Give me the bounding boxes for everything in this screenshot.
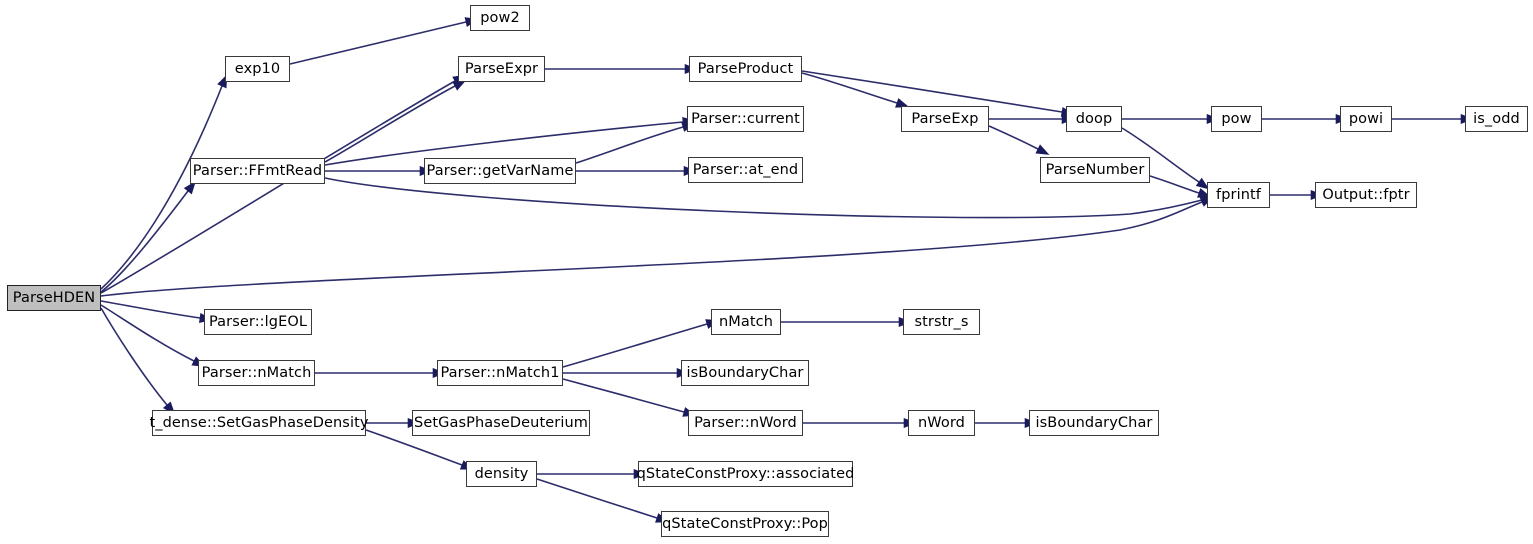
graph-node-label: Parser::FFmtRead <box>192 162 323 179</box>
graph-node-powi[interactable]: powi <box>1340 106 1392 132</box>
edge-parsehden-to-exp10 <box>100 85 223 290</box>
edge-setgasphasedensity-to-density <box>365 429 463 466</box>
graph-node-parseexp[interactable]: ParseExp <box>901 106 989 132</box>
graph-node-label: ParseProduct <box>697 60 794 77</box>
graph-node-ffmtread[interactable]: Parser::FFmtRead <box>190 158 325 184</box>
graph-node-outputfptr[interactable]: Output::fptr <box>1315 182 1417 208</box>
graph-node-qstatepop[interactable]: qStateConstProxy::Pop <box>661 511 829 537</box>
graph-node-is_odd[interactable]: is_odd <box>1465 106 1528 132</box>
graph-node-label: doop <box>1075 110 1113 127</box>
graph-node-strstr_s[interactable]: strstr_s <box>903 309 980 335</box>
graph-node-exp10[interactable]: exp10 <box>225 56 290 82</box>
graph-node-label: isBoundaryChar <box>1035 414 1153 431</box>
graph-node-density[interactable]: density <box>466 461 537 487</box>
graph-node-nword[interactable]: nWord <box>908 410 975 436</box>
graph-node-label: is_odd <box>1473 110 1520 127</box>
graph-node-nmatch1[interactable]: Parser::nMatch1 <box>437 360 563 386</box>
graph-node-label: ParseNumber <box>1045 161 1145 178</box>
graph-node-at_end[interactable]: Parser::at_end <box>688 157 803 183</box>
graph-node-label: qStateConstProxy::Pop <box>662 515 828 532</box>
edge-parsehden-to-ffmtread <box>100 190 189 293</box>
edge-parseexp-to-parsenumber <box>988 125 1039 150</box>
graph-node-doop[interactable]: doop <box>1066 106 1122 132</box>
graph-node-label: Parser::current <box>691 110 800 127</box>
arrowhead <box>183 180 196 195</box>
edge-ffmtread-to-parseexpr <box>324 85 456 163</box>
arrowhead <box>1035 144 1050 155</box>
edge-nmatch1-to-nwordp <box>562 378 685 413</box>
graph-node-label: nMatch <box>718 313 774 330</box>
edge-density-to-qstatepop <box>536 478 658 519</box>
graph-node-label: Parser::nMatch <box>201 364 312 381</box>
graph-node-isboundarychar2[interactable]: isBoundaryChar <box>1029 410 1159 436</box>
edge-getvarname-to-current <box>575 126 684 164</box>
graph-node-nmatchp[interactable]: Parser::nMatch <box>198 360 315 386</box>
graph-node-fprintf[interactable]: fprintf <box>1207 182 1270 208</box>
graph-node-pow[interactable]: pow <box>1211 106 1262 132</box>
graph-node-label: Parser::nMatch1 <box>440 364 560 381</box>
graph-node-label: t_dense::SetGasPhaseDensity <box>149 414 369 431</box>
graph-node-label: pow2 <box>480 9 520 26</box>
graph-node-label: powi <box>1348 110 1384 127</box>
graph-node-nmatch[interactable]: nMatch <box>711 309 781 335</box>
edge-doop-to-fprintf <box>1121 127 1200 183</box>
graph-node-setgasphasedensity[interactable]: t_dense::SetGasPhaseDensity <box>149 410 369 436</box>
graph-node-label: Parser::lgEOL <box>208 313 308 330</box>
graph-node-label: Parser::at_end <box>692 161 799 178</box>
graph-node-qstateassociated[interactable]: qStateConstProxy::associated <box>636 461 855 487</box>
graph-node-label: strstr_s <box>914 313 969 330</box>
graph-node-label: fprintf <box>1216 186 1261 203</box>
edge-parseproduct-to-doop <box>801 70 1063 113</box>
edge-parsehden-to-parseexpr <box>100 80 456 294</box>
graph-node-label: density <box>474 465 529 482</box>
graph-node-label: exp10 <box>234 60 281 77</box>
graph-node-label: SetGasPhaseDeuterium <box>414 414 588 431</box>
edge-ffmtread-to-fprintf <box>324 177 1203 219</box>
edge-parsehden-to-lgeol <box>100 300 201 319</box>
graph-node-label: pow <box>1221 110 1252 127</box>
edge-parsenumber-to-fprintf <box>1149 175 1200 194</box>
graph-node-setgasphasedeuterium[interactable]: SetGasPhaseDeuterium <box>412 410 590 436</box>
graph-node-label: nWord <box>918 414 965 431</box>
graph-node-label: ParseHDEN <box>12 289 96 306</box>
edge-exp10-to-pow2 <box>289 21 467 65</box>
graph-node-label: Output::fptr <box>1322 186 1410 203</box>
edge-parseproduct-to-parseexp <box>801 72 898 104</box>
graph-node-label: isBoundaryChar <box>686 364 804 381</box>
arrowhead <box>1195 177 1210 190</box>
graph-node-parsenumber[interactable]: ParseNumber <box>1040 157 1150 183</box>
edge-parsehden-to-fprintf <box>100 201 1203 297</box>
edge-parsehden-to-setgasphasedensity <box>100 307 168 406</box>
graph-node-label: ParseExp <box>911 110 979 127</box>
graph-node-nwordp[interactable]: Parser::nWord <box>688 410 803 436</box>
graph-node-parseexpr[interactable]: ParseExpr <box>458 56 545 82</box>
graph-node-current[interactable]: Parser::current <box>687 106 804 132</box>
edge-ffmtread-to-current <box>324 121 684 166</box>
graph-node-lgeol[interactable]: Parser::lgEOL <box>204 309 312 335</box>
edge-lines <box>100 21 1461 519</box>
graph-node-isboundarychar1[interactable]: isBoundaryChar <box>681 360 809 386</box>
edge-nmatch1-to-nmatch <box>562 323 708 368</box>
graph-node-parsehden[interactable]: ParseHDEN <box>7 285 101 311</box>
graph-node-getvarname[interactable]: Parser::getVarName <box>424 158 576 184</box>
edge-arrowheads <box>162 17 1474 523</box>
graph-node-label: qStateConstProxy::associated <box>636 465 855 482</box>
graph-node-label: Parser::getVarName <box>426 162 574 179</box>
graph-node-label: Parser::nWord <box>694 414 797 431</box>
graph-node-label: ParseExpr <box>464 60 539 77</box>
graph-node-pow2[interactable]: pow2 <box>470 5 530 31</box>
graph-node-parseproduct[interactable]: ParseProduct <box>689 56 802 82</box>
edge-parsehden-to-nmatchp <box>100 304 195 362</box>
